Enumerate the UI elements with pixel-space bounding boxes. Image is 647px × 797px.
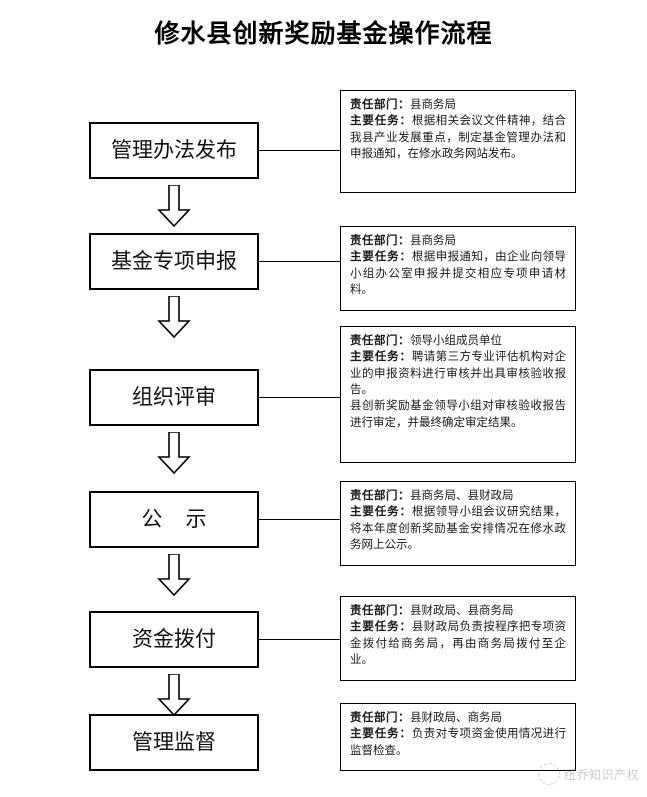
note-dept-line: 责任部门：县商务局 bbox=[350, 97, 566, 113]
note-dept-key: 责任部门： bbox=[350, 605, 410, 617]
step-box-jijin-zhuanxiang-shenbao[interactable]: 基金专项申报 bbox=[89, 233, 259, 290]
note-box-guanli-jiandu: 责任部门：县财政局、商务局 主要任务：负责对专项资金使用情况进行监督检查。 bbox=[340, 703, 576, 771]
note-task-value: 根据领导小组会议研究结果，将本年度创新奖励基金安排情况在修水政务网上公示。 bbox=[350, 506, 567, 551]
note-task-line: 主要任务：负责对专项资金使用情况进行监督检查。 bbox=[350, 726, 566, 759]
connector-line-4 bbox=[259, 519, 341, 520]
note-dept-value: 县财政局、商务局 bbox=[410, 712, 502, 724]
step-box-zuzhi-pingshen[interactable]: 组织评审 bbox=[89, 369, 259, 426]
note-task-value: 根据申报通知，由企业向领导小组办公室申报并提交相应专项申请材料。 bbox=[350, 251, 567, 296]
note-task-key: 主要任务： bbox=[350, 115, 412, 128]
step-box-gongshi[interactable]: 公 示 bbox=[89, 491, 259, 548]
note-task-line: 主要任务：根据相关会议文件精神，结合我县产业发展重点，制定基金管理办法和申报通知… bbox=[350, 113, 566, 162]
note-task-value: 聘请第三方专业评估机构对企业的申报资料进行审核并出具审核验收报告。 bbox=[350, 351, 567, 396]
step-box-guanli-banfa-fabu[interactable]: 管理办法发布 bbox=[89, 122, 259, 179]
note-task-key: 主要任务： bbox=[350, 728, 412, 741]
connector-line-1 bbox=[259, 150, 341, 151]
note-dept-value: 县商务局 bbox=[410, 99, 456, 111]
note-dept-key: 责任部门： bbox=[350, 490, 410, 502]
block-arrow-down-icon bbox=[157, 674, 191, 716]
step-label: 管理监督 bbox=[132, 731, 216, 754]
note-dept-key: 责任部门： bbox=[350, 335, 410, 347]
note-task-key: 主要任务： bbox=[350, 506, 412, 519]
note-box-zijin-bofu: 责任部门：县财政局、县商务局 主要任务：县财政局负责按程序把专项资金拨付给商务局… bbox=[340, 596, 576, 681]
note-dept-value: 县商务局、县财政局 bbox=[410, 490, 514, 502]
note-task-line: 主要任务：县财政局负责按程序把专项资金拨付给商务局，再由商务局拨付至企业。 bbox=[350, 619, 566, 668]
note-dept-value: 县财政局、县商务局 bbox=[410, 605, 514, 617]
block-arrow-down-icon bbox=[157, 185, 191, 227]
connector-line-3 bbox=[259, 397, 341, 398]
note-dept-line: 责任部门：县财政局、商务局 bbox=[350, 710, 566, 726]
note-task-value: 负责对专项资金使用情况进行监督检查。 bbox=[350, 728, 567, 757]
connector-line-5 bbox=[259, 639, 341, 640]
page-title: 修水县创新奖励基金操作流程 bbox=[154, 21, 493, 48]
step-box-guanli-jiandu[interactable]: 管理监督 bbox=[89, 714, 259, 771]
note-dept-line: 责任部门：领导小组成员单位 bbox=[350, 333, 566, 349]
note-task-value: 根据相关会议文件精神，结合我县产业发展重点，制定基金管理办法和申报通知，在修水政… bbox=[350, 115, 567, 160]
note-task-line: 主要任务：聘请第三方专业评估机构对企业的申报资料进行审核并出具审核验收报告。 bbox=[350, 349, 566, 398]
note-dept-line: 责任部门：县财政局、县商务局 bbox=[350, 603, 566, 619]
note-box-zuzhi-pingshen: 责任部门：领导小组成员单位 主要任务：聘请第三方专业评估机构对企业的申报资料进行… bbox=[340, 326, 576, 463]
block-arrow-down-icon bbox=[157, 554, 191, 596]
step-label: 公 示 bbox=[141, 508, 207, 531]
note-dept-key: 责任部门： bbox=[350, 99, 410, 111]
note-dept-key: 责任部门： bbox=[350, 235, 410, 247]
note-box-jijin-zhuanxiang-shenbao: 责任部门：县商务局 主要任务：根据申报通知，由企业向领导小组办公室申报并提交相应… bbox=[340, 226, 576, 311]
note-task-key: 主要任务： bbox=[350, 351, 412, 364]
note-dept-line: 责任部门：县商务局 bbox=[350, 233, 566, 249]
note-box-gongshi: 责任部门：县商务局、县财政局 主要任务：根据领导小组会议研究结果，将本年度创新奖… bbox=[340, 481, 576, 566]
note-task-key: 主要任务： bbox=[350, 621, 412, 634]
note-dept-line: 责任部门：县商务局、县财政局 bbox=[350, 488, 566, 504]
block-arrow-down-icon bbox=[157, 432, 191, 474]
step-label: 资金拨付 bbox=[132, 628, 216, 651]
note-dept-value: 县商务局 bbox=[410, 235, 456, 247]
step-label: 组织评审 bbox=[132, 386, 216, 409]
note-dept-value: 领导小组成员单位 bbox=[410, 335, 502, 347]
note-task-value: 县财政局负责按程序把专项资金拨付给商务局，再由商务局拨付至企业。 bbox=[350, 621, 567, 666]
note-extra-line: 县创新奖励基金领导小组对审核验收报告进行审定，并最终确定审定结果。 bbox=[350, 400, 566, 429]
step-box-zijin-bofu[interactable]: 资金拨付 bbox=[89, 611, 259, 668]
note-task-line: 主要任务：根据领导小组会议研究结果，将本年度创新奖励基金安排情况在修水政务网上公… bbox=[350, 504, 566, 553]
connector-line-2 bbox=[259, 261, 341, 262]
step-label: 管理办法发布 bbox=[111, 139, 237, 162]
note-task-line: 主要任务：根据申报通知，由企业向领导小组办公室申报并提交相应专项申请材料。 bbox=[350, 249, 566, 298]
note-task-key: 主要任务： bbox=[350, 251, 412, 264]
step-label: 基金专项申报 bbox=[111, 250, 237, 273]
note-dept-key: 责任部门： bbox=[350, 712, 410, 724]
block-arrow-down-icon bbox=[157, 296, 191, 338]
note-box-guanli-banfa-fabu: 责任部门：县商务局 主要任务：根据相关会议文件精神，结合我县产业发展重点，制定基… bbox=[340, 90, 576, 193]
